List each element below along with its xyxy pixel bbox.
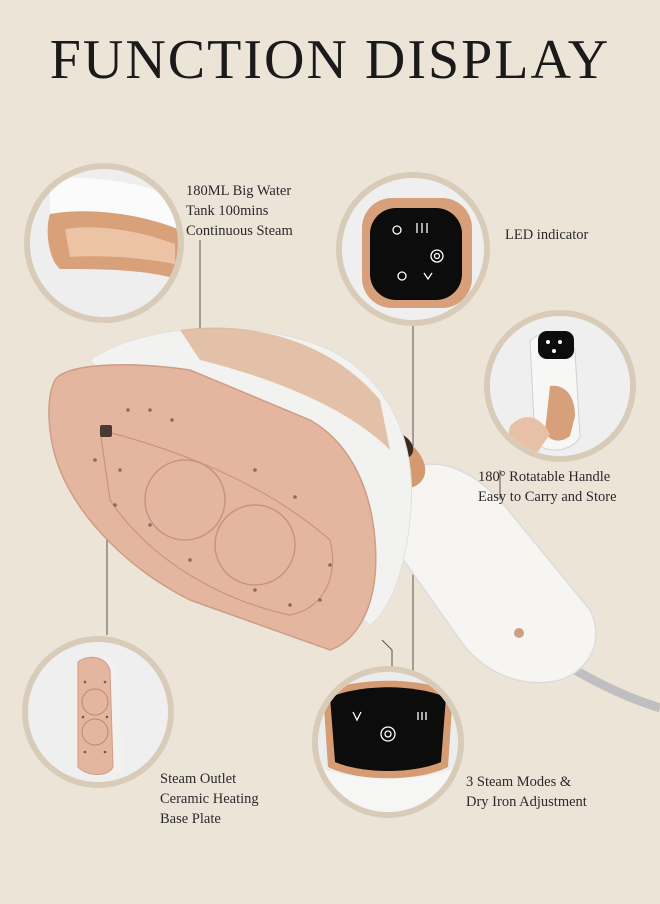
callout-line-2: Dry Iron Adjustment: [466, 794, 587, 810]
base-plate-detail-circle: [22, 636, 174, 788]
callout-line-2: Tank 100mins: [186, 203, 269, 219]
base-plate-callout: Steam Outlet Ceramic Heating Base Plate: [160, 769, 259, 829]
callout-line-2: Easy to Carry and Store: [478, 489, 617, 505]
callout-line-1: 180ML Big Water: [186, 183, 292, 199]
callout-line-1: LED indicator: [505, 227, 589, 243]
callout-line-1: Steam Outlet: [160, 771, 237, 787]
callout-line-1: 3 Steam Modes &: [466, 774, 572, 790]
callout-line-1: 180° Rotatable Handle: [478, 469, 611, 485]
callout-line-2: Ceramic Heating: [160, 791, 259, 807]
led-indicator-callout: LED indicator: [505, 225, 588, 245]
water-tank-callout: 180ML Big Water Tank 100mins Continuous …: [186, 181, 293, 241]
rotatable-handle-detail-circle: [484, 310, 636, 462]
callout-line-3: Continuous Steam: [186, 223, 293, 239]
callout-line-3: Base Plate: [160, 811, 221, 827]
led-indicator-detail-circle: [336, 172, 490, 326]
steam-modes-detail-circle: [312, 666, 464, 818]
page-title: FUNCTION DISPLAY: [49, 29, 611, 91]
rotatable-handle-callout: 180° Rotatable Handle Easy to Carry and …: [478, 467, 617, 507]
water-tank-detail-circle: [24, 163, 184, 323]
steam-modes-callout: 3 Steam Modes & Dry Iron Adjustment: [466, 772, 587, 812]
